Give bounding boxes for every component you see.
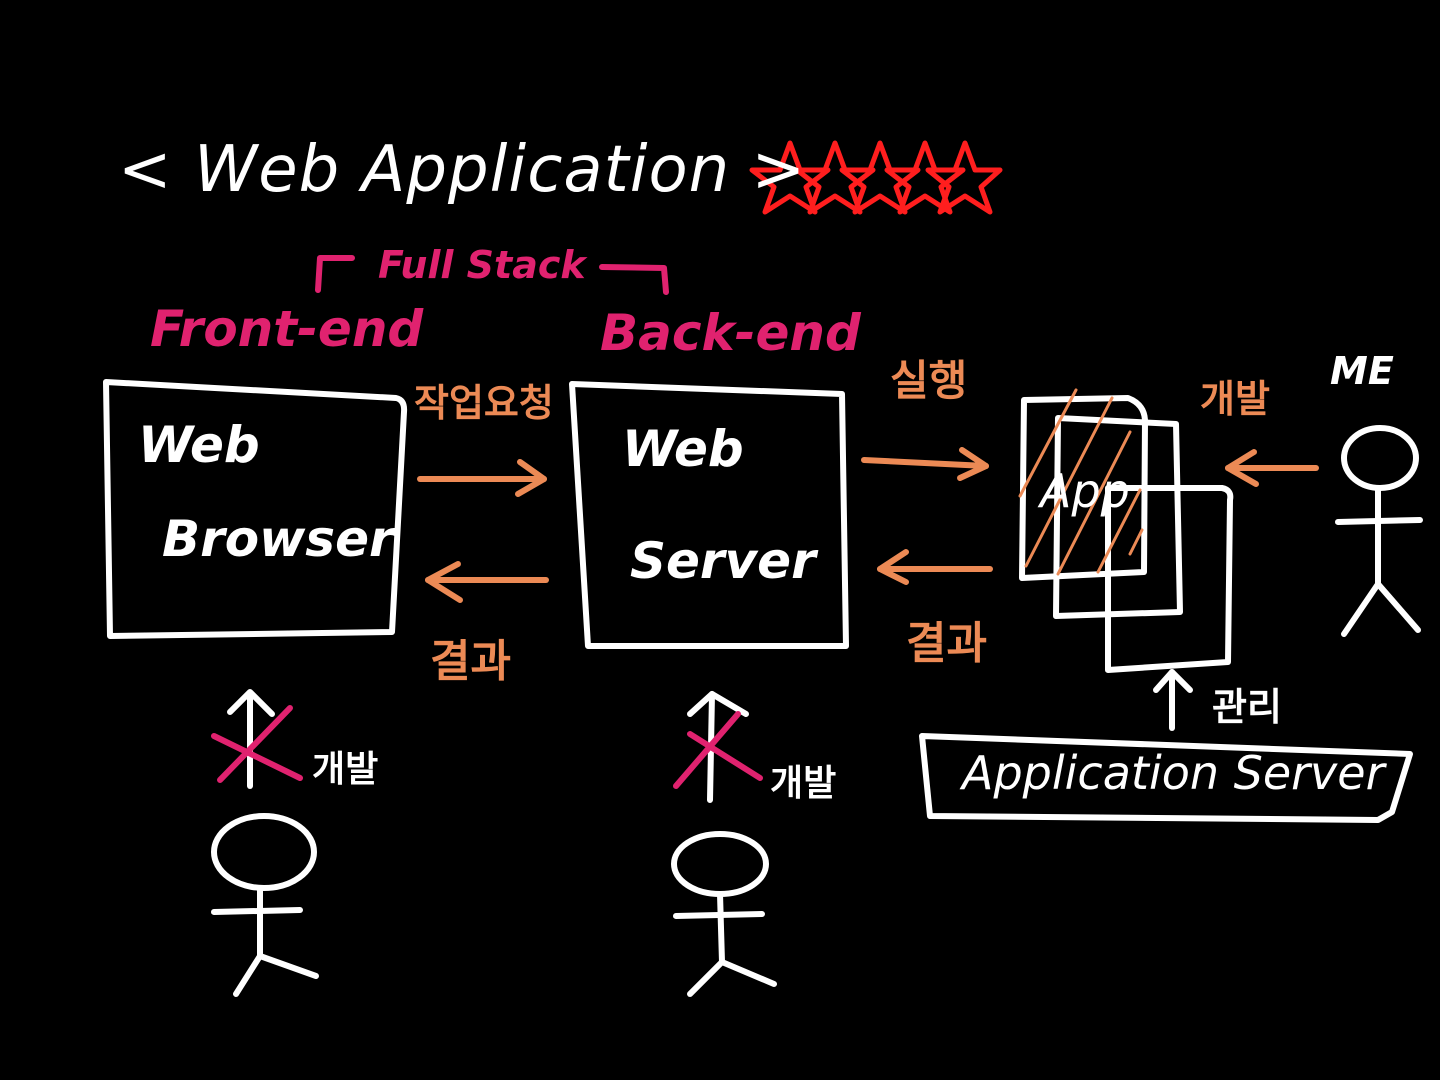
full-stack-label: Full Stack <box>378 243 586 287</box>
app-stack <box>1018 388 1234 673</box>
star-2 <box>794 140 876 215</box>
front-end-label: Front-end <box>150 300 424 358</box>
request-arrow <box>417 459 547 497</box>
result-right-label: 결과 <box>906 618 987 669</box>
develop-right-label: 개발 <box>1200 377 1270 421</box>
me-figure <box>1335 425 1423 637</box>
application-server-label: Application Server <box>962 746 1385 800</box>
result-left-label: 결과 <box>430 636 511 687</box>
server-developer-figure <box>671 691 777 997</box>
web-browser-label-line1: Web <box>138 416 260 474</box>
develop-browser-label: 개발 <box>312 749 379 790</box>
web-server-box <box>569 381 849 649</box>
star-5 <box>925 140 1003 215</box>
application-server-box <box>919 733 1413 823</box>
full-stack-bracket-right <box>599 264 669 295</box>
web-browser-label-line2: Browser <box>162 510 394 568</box>
result-arrow-left <box>425 561 549 603</box>
result-arrow-right <box>877 549 993 585</box>
develop-arrow <box>1225 449 1319 487</box>
browser-developer-figure <box>211 689 319 997</box>
star-3 <box>839 140 921 215</box>
execute-arrow <box>861 447 989 481</box>
me-label: ME <box>1330 349 1394 393</box>
full-stack-bracket-left <box>315 255 355 293</box>
manage-label: 관리 <box>1212 685 1282 729</box>
web-server-label-line1: Web <box>622 420 744 478</box>
page-title: < Web Application > <box>118 133 807 207</box>
web-browser-box <box>103 379 408 639</box>
manage-arrow <box>1153 669 1193 731</box>
rating-stars <box>749 140 1003 215</box>
back-end-label: Back-end <box>600 304 861 362</box>
execute-label: 실행 <box>890 356 968 405</box>
develop-server-label: 개발 <box>770 763 837 804</box>
web-server-label-line2: Server <box>630 532 816 590</box>
app-label: App <box>1040 464 1130 518</box>
request-label: 작업요청 <box>414 381 554 425</box>
